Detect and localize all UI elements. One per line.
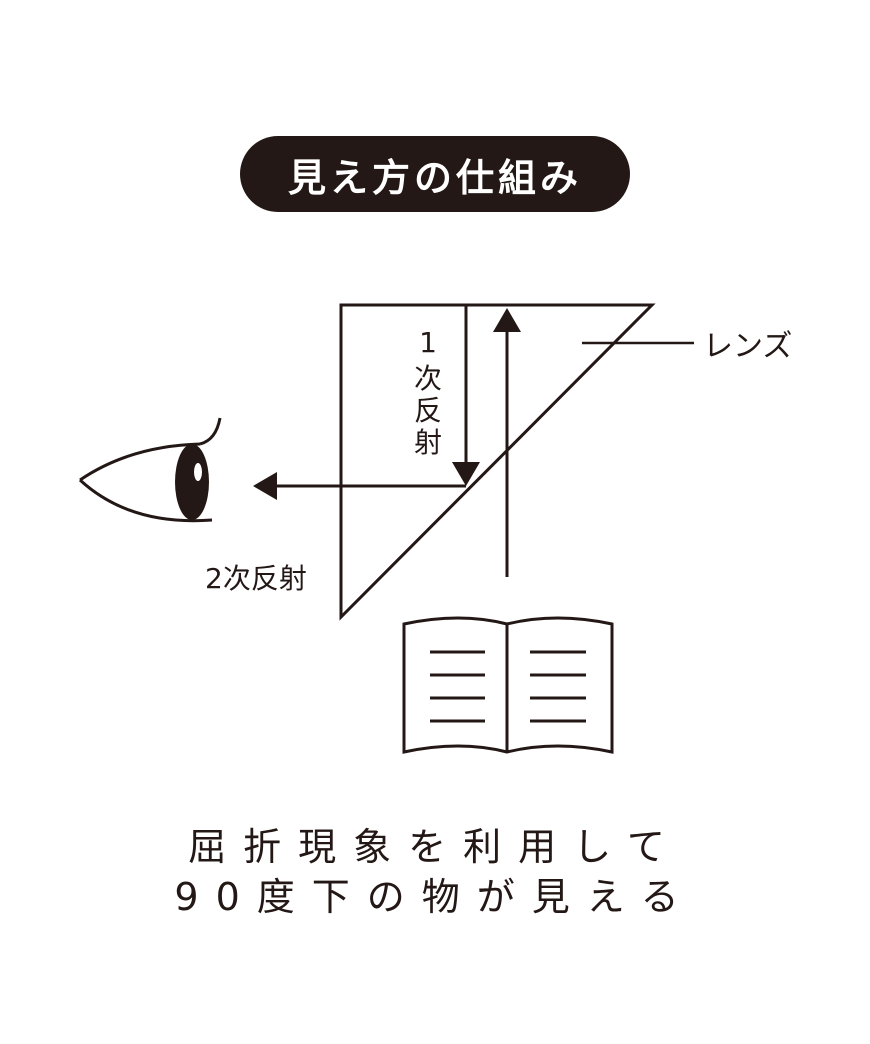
diagram-title: 見え方の仕組み — [287, 155, 582, 200]
lens-label: レンズ — [703, 329, 792, 364]
first-reflection-label-4: 射 — [414, 426, 442, 459]
first-reflection-label-2: 次 — [414, 362, 442, 395]
second-reflection-label: 2次反射 — [205, 562, 307, 595]
caption-line-1: 屈折現象を利用して — [188, 825, 682, 869]
first-reflection-label-1: 1 — [419, 326, 437, 359]
incoming-ray-arrowhead — [493, 308, 521, 332]
title-badge: 見え方の仕組み — [240, 136, 630, 212]
open-book-icon — [402, 616, 614, 754]
prism-lens — [339, 303, 656, 621]
eye-icon — [78, 417, 222, 523]
first-reflection-arrowhead — [452, 462, 480, 486]
caption-line-2: 90度下の物が見える — [174, 875, 696, 919]
second-reflection-arrowhead — [253, 472, 277, 500]
first-reflection-label-3: 反 — [414, 394, 442, 427]
